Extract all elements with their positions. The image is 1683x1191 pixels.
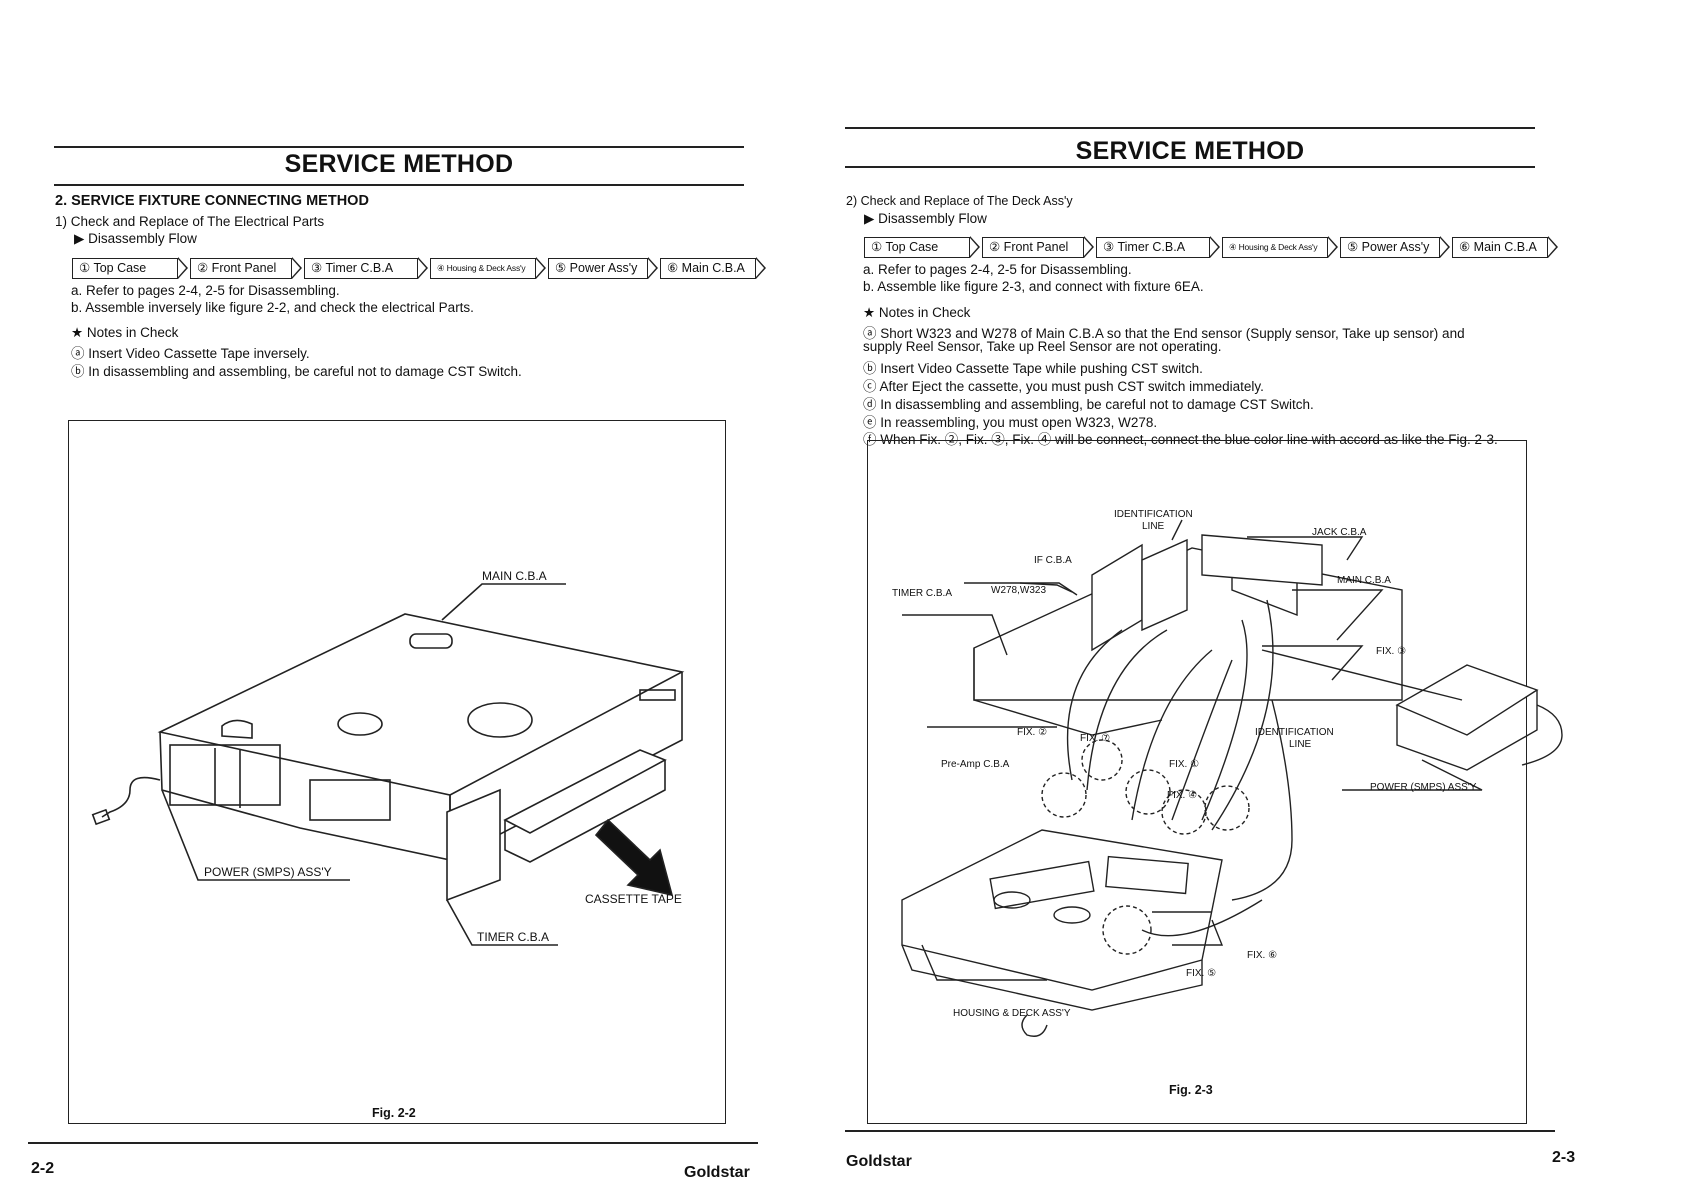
- header-top-rule: [54, 146, 744, 148]
- note-f: ⓕ When Fix. ②, Fix. ③, Fix. ④ will be co…: [863, 432, 1498, 447]
- flow-arrow-icon: [1328, 236, 1338, 258]
- flow-label: ▶ Disassembly Flow: [864, 211, 987, 226]
- note-a-line2: supply Reel Sensor, Take up Reel Sensor …: [863, 339, 1222, 354]
- flow-arrow-icon: [648, 257, 658, 279]
- flow-step-housing-deck: ④ Housing & Deck Ass'y: [430, 257, 536, 279]
- label-main-cba: MAIN C.B.A: [1337, 575, 1391, 586]
- subsection-title: 1) Check and Replace of The Electrical P…: [55, 214, 325, 229]
- page-header: SERVICE METHOD: [1075, 137, 1305, 165]
- label-fix-3: FIX. ③: [1376, 646, 1407, 657]
- note-b: ⓑ Insert Video Cassette Tape while pushi…: [863, 361, 1203, 376]
- page-header: SERVICE METHOD: [284, 150, 514, 178]
- figure-2-2-frame: [68, 420, 726, 1124]
- flow-arrow-icon: [1548, 236, 1558, 258]
- label-fix-2: FIX. ②: [1017, 727, 1048, 738]
- flow-step-main-cba: ⑥ Main C.B.A: [1452, 236, 1548, 258]
- flow-step-main-cba: ⑥ Main C.B.A: [660, 257, 756, 279]
- label-fix-6: FIX. ⑥: [1247, 950, 1278, 961]
- note-d: ⓓ In disassembling and assembling, be ca…: [863, 397, 1314, 412]
- flow-step-power: ⑤ Power Ass'y: [548, 257, 648, 279]
- header-bottom-rule: [845, 166, 1535, 168]
- label-power-assy: POWER (SMPS) ASS'Y: [1370, 782, 1477, 793]
- label-fix-1: FIX. ①: [1169, 759, 1200, 770]
- instruction-a: a. Refer to pages 2-4, 2-5 for Disassemb…: [863, 262, 1132, 277]
- disassembly-flow: ① Top Case ② Front Panel ③ Timer C.B.A ④…: [864, 236, 1560, 258]
- label-identification-line-mid-2: LINE: [1289, 739, 1312, 750]
- header-top-rule: [845, 127, 1535, 129]
- instruction-b: b. Assemble like figure 2-3, and connect…: [863, 279, 1204, 294]
- vcr-chassis-illustration: [91, 583, 685, 946]
- figure-caption: Fig. 2-2: [372, 1106, 416, 1120]
- label-fix-5: FIX. ⑤: [1186, 968, 1217, 979]
- left-page: SERVICE METHOD 2. SERVICE FIXTURE CONNEC…: [28, 146, 768, 1181]
- disassembly-flow: ① Top Case ② Front Panel ③ Timer C.B.A ④…: [72, 257, 768, 279]
- deck-fixture-illustration: [901, 519, 1563, 1037]
- flow-step-housing-deck: ④ Housing & Deck Ass'y: [1222, 236, 1328, 258]
- note-c: ⓒ After Eject the cassette, you must pus…: [863, 379, 1264, 394]
- flow-arrow-icon: [178, 257, 188, 279]
- flow-arrow-icon: [970, 236, 980, 258]
- label-housing-deck-assy: HOUSING & DECK ASS'Y: [953, 1008, 1071, 1019]
- label-preamp-cba: Pre-Amp C.B.A: [941, 759, 1010, 770]
- label-identification-line-top-2: LINE: [1142, 521, 1165, 532]
- page-number: 2-2: [31, 1160, 55, 1177]
- page-number: 2-3: [1552, 1149, 1576, 1166]
- flow-arrow-icon: [418, 257, 428, 279]
- label-main-cba: MAIN C.B.A: [482, 569, 547, 583]
- note-e: ⓔ In reassembling, you must open W323, W…: [863, 415, 1158, 430]
- note-b: ⓑ In disassembling and assembling, be ca…: [71, 364, 522, 379]
- label-jack-cba: JACK C.B.A: [1312, 527, 1367, 538]
- label-timer-cba: TIMER C.B.A: [892, 588, 953, 599]
- flow-arrow-icon: [1440, 236, 1450, 258]
- section-title: 2. SERVICE FIXTURE CONNECTING METHOD: [55, 193, 369, 209]
- flow-label: ▶ Disassembly Flow: [74, 231, 197, 246]
- note-a: ⓐ Insert Video Cassette Tape inversely.: [71, 346, 310, 361]
- note-a-line1: ⓐ Short W323 and W278 of Main C.B.A so t…: [863, 326, 1465, 341]
- label-wires: W278,W323: [991, 585, 1047, 596]
- label-identification-line-mid: IDENTIFICATION: [1255, 727, 1334, 738]
- flow-step-top-case: ① Top Case: [72, 257, 178, 279]
- footer-rule: [845, 1130, 1555, 1132]
- instruction-a: a. Refer to pages 2-4, 2-5 for Disassemb…: [71, 283, 340, 298]
- footer-rule: [28, 1142, 758, 1144]
- flow-step-timer-cba: ③ Timer C.B.A: [304, 257, 418, 279]
- figure-caption: Fig. 2-3: [1169, 1083, 1213, 1097]
- brand-name: Goldstar: [684, 1164, 750, 1181]
- flow-step-top-case: ① Top Case: [864, 236, 970, 258]
- right-page: SERVICE METHOD 2) Check and Replace of T…: [842, 0, 1683, 1191]
- label-power-assy: POWER (SMPS) ASS'Y: [204, 865, 332, 879]
- header-bottom-rule: [54, 184, 744, 186]
- label-fix-7: FIX. ⑦: [1080, 733, 1111, 744]
- flow-step-front-panel: ② Front Panel: [190, 257, 292, 279]
- label-fix-4: FIX. ④: [1167, 790, 1198, 801]
- subsection-title: 2) Check and Replace of The Deck Ass'y: [846, 194, 1073, 208]
- flow-arrow-icon: [292, 257, 302, 279]
- flow-step-timer-cba: ③ Timer C.B.A: [1096, 236, 1210, 258]
- label-identification-line-top: IDENTIFICATION: [1114, 509, 1193, 520]
- flow-arrow-icon: [536, 257, 546, 279]
- flow-arrow-icon: [756, 257, 766, 279]
- flow-step-power: ⑤ Power Ass'y: [1340, 236, 1440, 258]
- notes-title: ★ Notes in Check: [71, 325, 179, 340]
- figure-2-3-frame: [867, 440, 1527, 1124]
- notes-title: ★ Notes in Check: [863, 305, 971, 320]
- label-if-cba: IF C.B.A: [1034, 555, 1072, 566]
- brand-name: Goldstar: [846, 1153, 912, 1170]
- flow-arrow-icon: [1210, 236, 1220, 258]
- label-cassette-tape: CASSETTE TAPE: [585, 892, 682, 906]
- label-timer-cba: TIMER C.B.A: [477, 930, 550, 944]
- instruction-b: b. Assemble inversely like figure 2-2, a…: [71, 300, 474, 315]
- flow-step-front-panel: ② Front Panel: [982, 236, 1084, 258]
- flow-arrow-icon: [1084, 236, 1094, 258]
